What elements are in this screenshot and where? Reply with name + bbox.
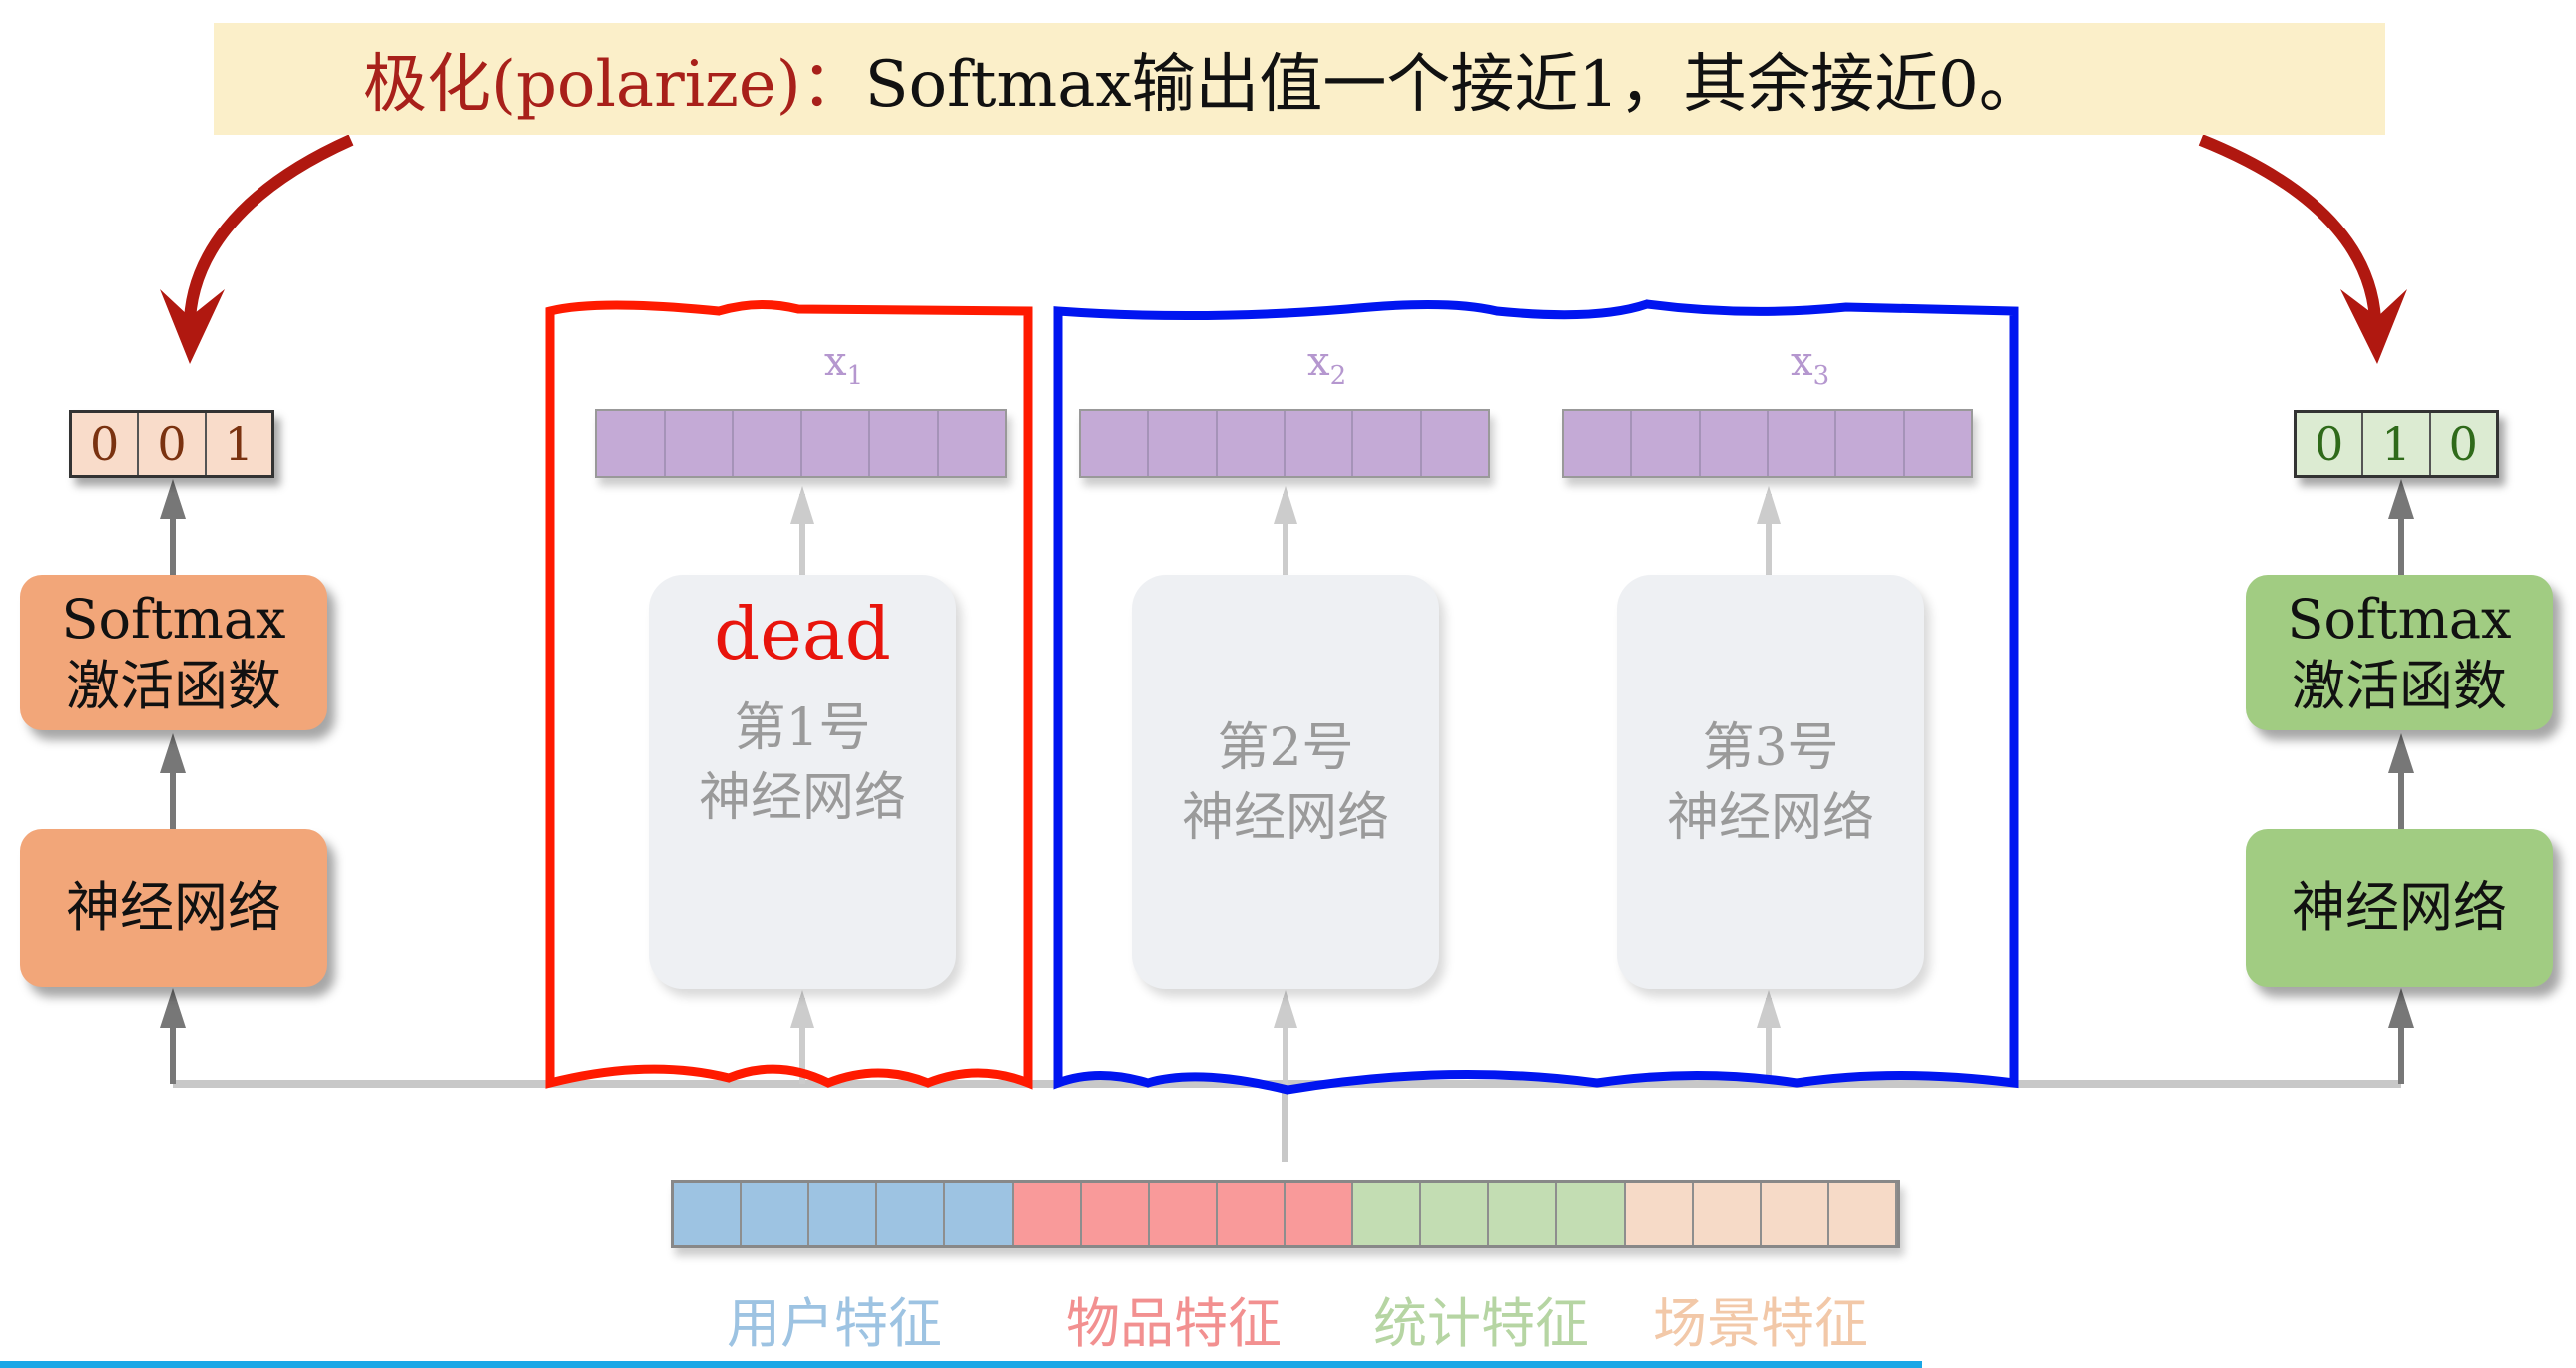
right-nn-box: 神经网络	[2246, 829, 2553, 987]
feature-cell	[674, 1183, 743, 1245]
polarize-banner: 极化(polarize)： Softmax输出值一个接近1，其余接近0。	[214, 23, 2385, 135]
activation-label: 激活函数	[2292, 655, 2507, 717]
input-feature-vector	[671, 1180, 1900, 1248]
feature-cell	[1353, 1183, 1422, 1245]
feature-cell	[1149, 1183, 1218, 1245]
feature-cell	[1693, 1183, 1762, 1245]
left-stack-arrows	[160, 479, 186, 1084]
expert-subtitle: 神经网络	[1666, 788, 1874, 849]
feature-cell	[877, 1183, 946, 1245]
feature-cell	[1625, 1183, 1694, 1245]
right-softmax-box: Softmax 激活函数	[2246, 575, 2553, 730]
feature-cell	[1013, 1183, 1082, 1245]
softmax-label: Softmax	[2287, 587, 2512, 651]
expert-2-box: 第2号 神经网络	[1132, 575, 1439, 989]
feature-cell	[1081, 1183, 1150, 1245]
activation-label: 激活函数	[66, 655, 281, 717]
output-cell: 0	[2448, 417, 2478, 471]
expert-title: 第1号	[734, 698, 871, 759]
expert-output-vector	[595, 409, 1007, 478]
output-cell: 1	[2363, 413, 2431, 475]
output-cell: 0	[139, 413, 207, 475]
nn-label: 神经网络	[2292, 876, 2507, 940]
nn-label: 神经网络	[66, 876, 281, 940]
feature-cell	[1557, 1183, 1626, 1245]
feature-cell	[1285, 1183, 1354, 1245]
feature-label-context: 场景特征	[1653, 1292, 1868, 1355]
expert-1-box: dead 第1号 神经网络	[649, 575, 956, 989]
right-curved-arrow	[2198, 134, 2382, 340]
feature-cell	[1761, 1183, 1829, 1245]
output-cell: 0	[2297, 413, 2364, 475]
feature-cell	[1217, 1183, 1286, 1245]
right-arrowhead	[2340, 289, 2407, 364]
banner-text: Softmax输出值一个接近1，其余接近0。	[864, 48, 2043, 122]
left-softmax-box: Softmax 激活函数	[20, 575, 327, 730]
left-nn-box: 神经网络	[20, 829, 327, 987]
expert-output-vector	[1562, 409, 1973, 478]
expert-subtitle: 神经网络	[698, 768, 906, 829]
feature-cell	[1489, 1183, 1558, 1245]
feature-label-item: 物品特征	[1066, 1292, 1282, 1355]
progress-line	[0, 1361, 1922, 1368]
feature-cell	[945, 1183, 1014, 1245]
expert-subtitle: 神经网络	[1181, 788, 1389, 849]
expert-output-label: x3	[1791, 339, 1830, 391]
feature-cell	[1828, 1183, 1897, 1245]
output-cell: 0	[72, 413, 140, 475]
expert-title: 第3号	[1702, 718, 1839, 778]
output-cell: 1	[224, 417, 254, 471]
left-softmax-output: 0 0 1	[69, 410, 274, 478]
feature-label-user: 用户特征	[727, 1292, 942, 1355]
expert-3-box: 第3号 神经网络	[1617, 575, 1924, 989]
dead-label: dead	[714, 592, 891, 676]
feature-cell	[809, 1183, 878, 1245]
expert-output-label: x2	[1307, 339, 1347, 391]
left-curved-arrow	[183, 134, 354, 340]
feature-cell	[742, 1183, 810, 1245]
feature-label-stats: 统计特征	[1373, 1292, 1589, 1355]
expert-title: 第2号	[1217, 718, 1354, 778]
expert-output-vector	[1079, 409, 1490, 478]
expert-output-label: x1	[824, 339, 864, 391]
right-softmax-output: 0 1 0	[2294, 410, 2499, 478]
feature-cell	[1421, 1183, 1490, 1245]
right-stack-arrows	[2388, 479, 2414, 1084]
left-arrowhead	[160, 289, 225, 364]
banner-term: 极化(polarize)：	[363, 48, 865, 122]
softmax-label: Softmax	[61, 587, 286, 651]
